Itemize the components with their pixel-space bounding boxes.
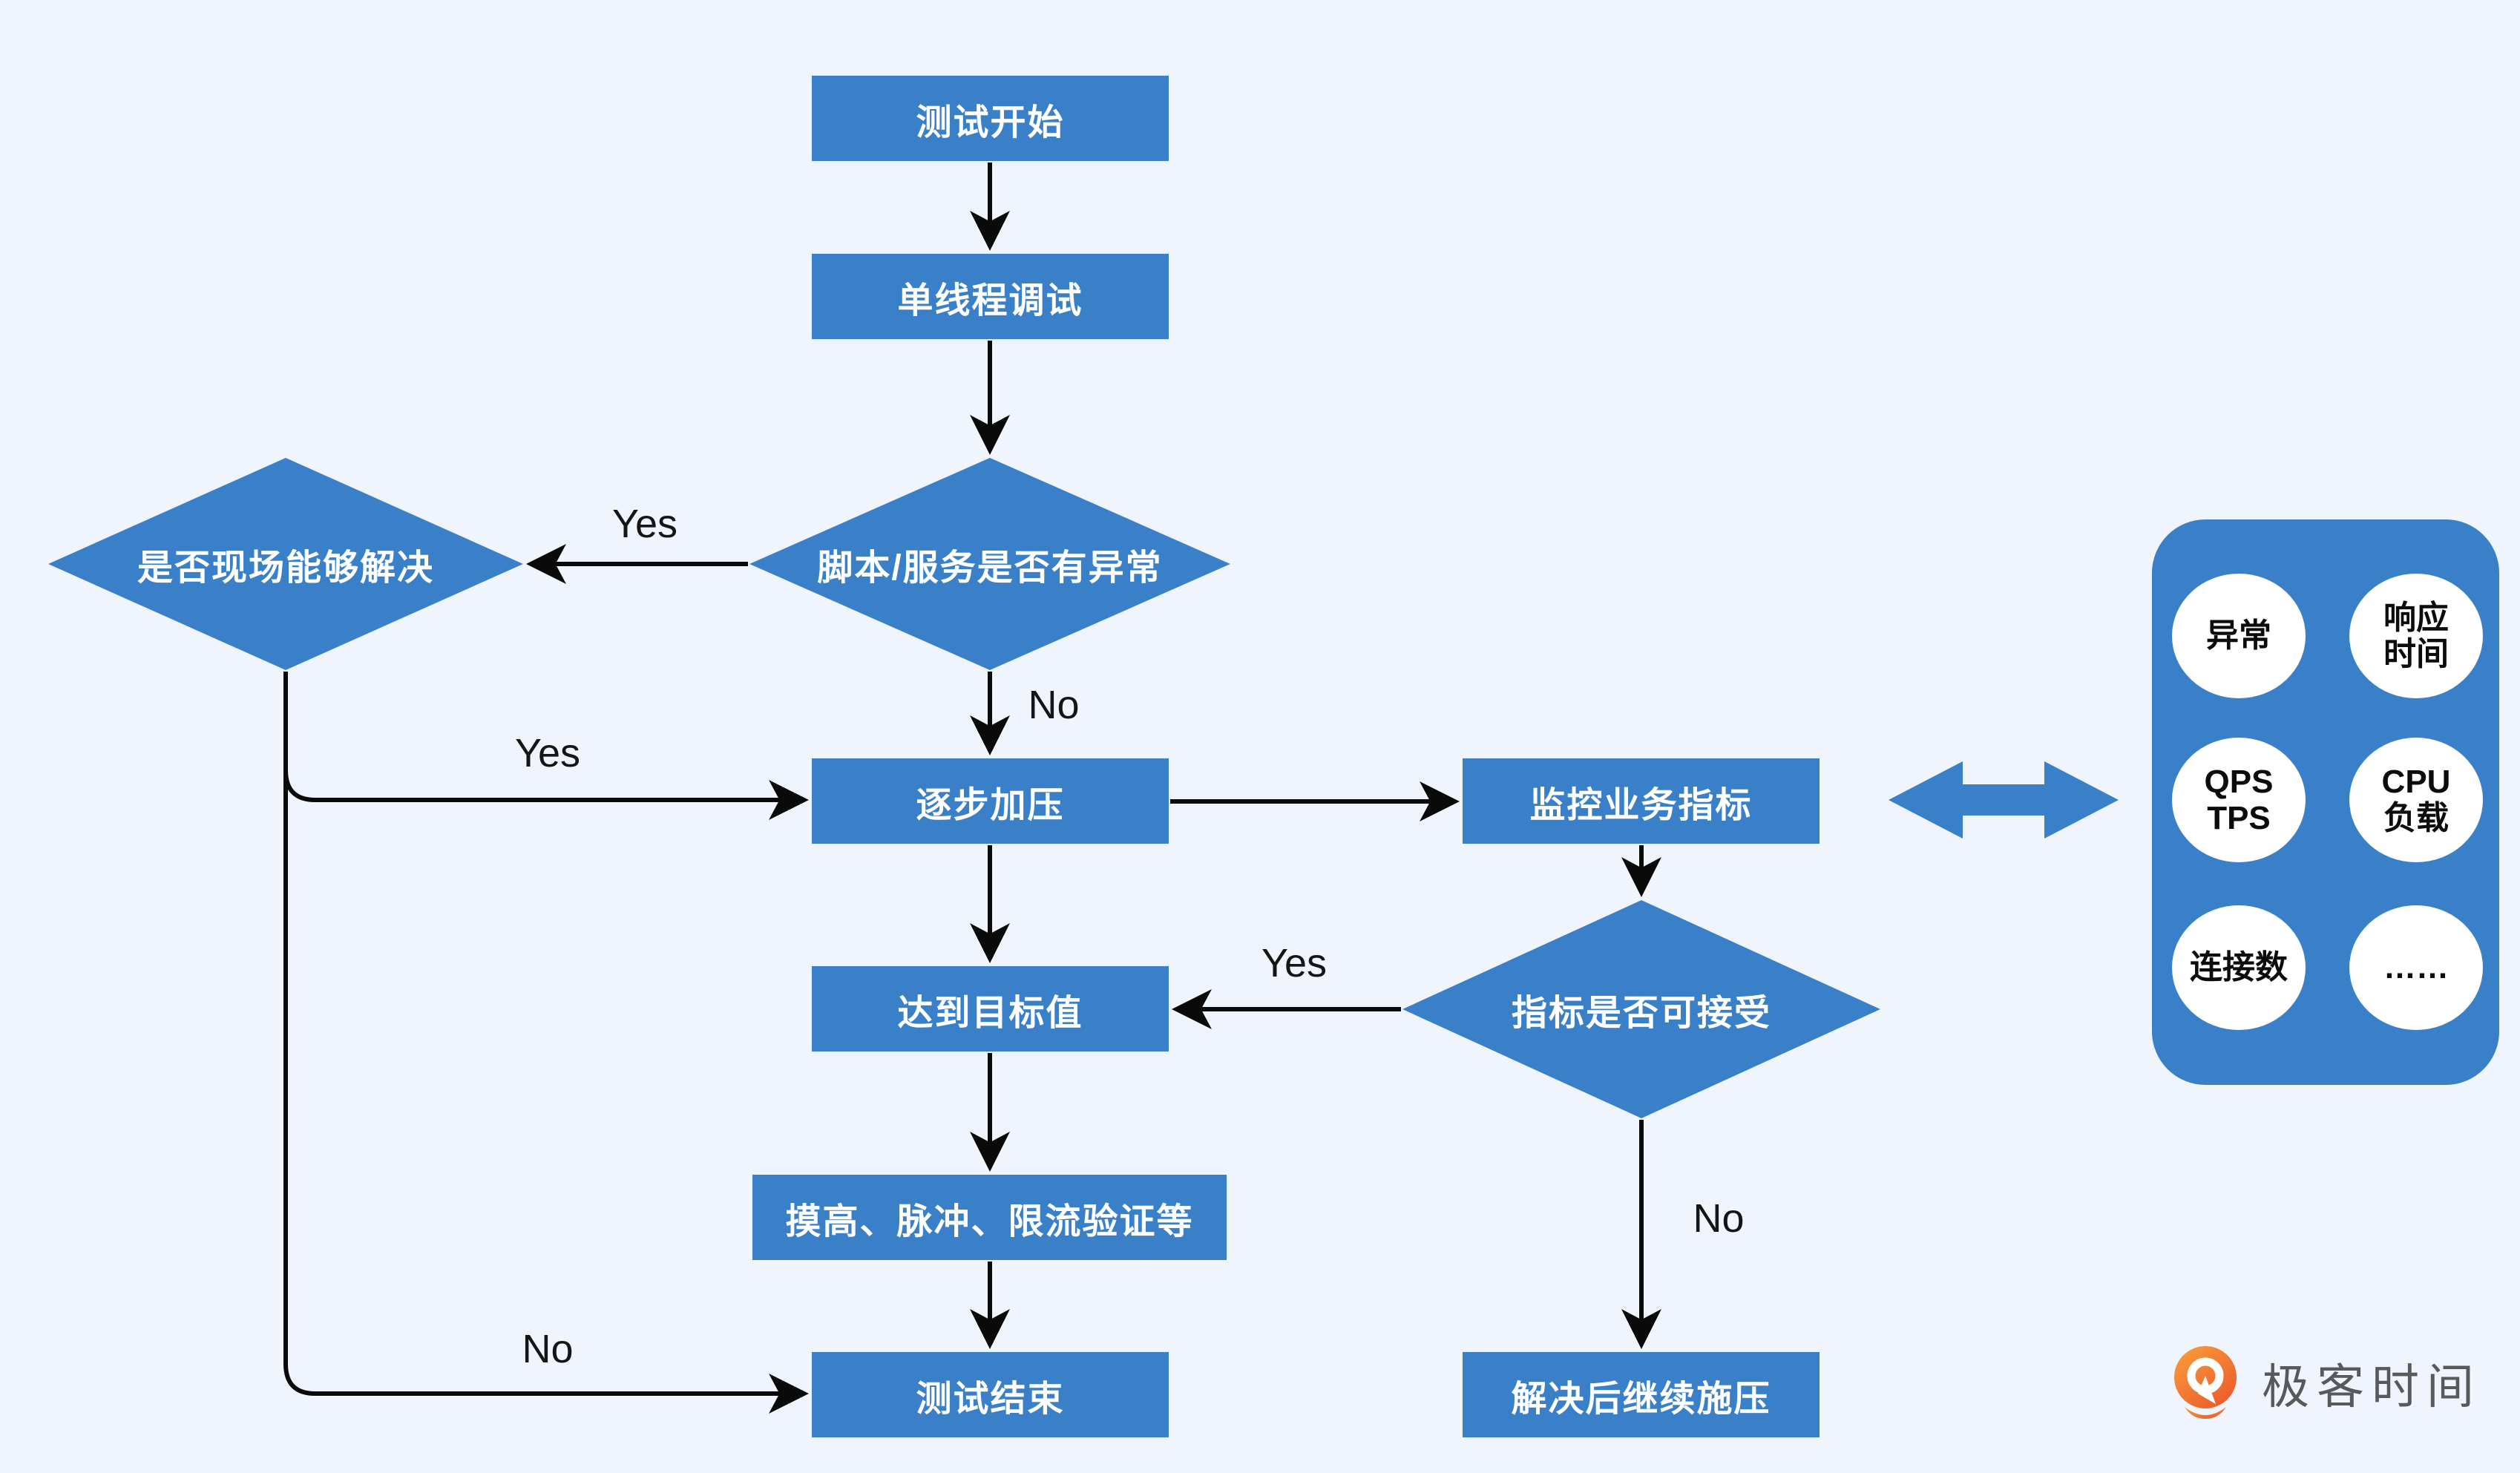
- node-test-start: 测试开始: [812, 76, 1169, 161]
- geektime-logo: 极客时间: [2168, 1346, 2481, 1420]
- metrics-panel: 异常 响应 时间 QPS TPS CPU 负载 连接数 ……: [2152, 519, 2499, 1085]
- metric-bubble-connections: 连接数: [2172, 905, 2306, 1030]
- node-single-thread-debug: 单线程调试: [812, 254, 1169, 339]
- metric-bubble-ellipsis: ……: [2349, 905, 2483, 1030]
- decision-metrics-acceptable-shape: [1402, 900, 1880, 1118]
- double-arrow-icon: [1889, 761, 2119, 839]
- decision-onsite-solve-shape: [48, 458, 523, 670]
- edge-label-onsite-solve-yes: Yes: [514, 731, 581, 775]
- edge-onsite-yes-to-ramp-up: [283, 712, 809, 820]
- geektime-logo-icon: [2174, 1346, 2237, 1419]
- node-continue-pressure-after-fix: 解决后继续施压: [1463, 1352, 1820, 1437]
- geektime-logo-text: 极客时间: [2262, 1360, 2481, 1414]
- edge-label-script-exception-no: No: [1028, 683, 1080, 727]
- edge-label-metrics-acceptable-no: No: [1693, 1196, 1745, 1241]
- edge-onsite-no-to-test-end: [283, 672, 809, 1414]
- node-ramp-up-pressure: 逐步加压: [812, 758, 1169, 844]
- decision-script-exception-shape: [749, 458, 1230, 670]
- node-peak-pulse-limit-verify: 摸高、脉冲、限流验证等: [752, 1175, 1227, 1260]
- edge-label-onsite-solve-no: No: [522, 1327, 574, 1371]
- edge-label-script-exception-yes: Yes: [611, 502, 678, 546]
- node-test-end: 测试结束: [812, 1352, 1169, 1437]
- metric-bubble-qps-tps: QPS TPS: [2172, 738, 2306, 862]
- node-monitor-business-metrics: 监控业务指标: [1463, 758, 1820, 844]
- metric-bubble-response-time: 响应 时间: [2349, 574, 2483, 698]
- metric-bubble-cpu-load: CPU 负载: [2349, 738, 2483, 862]
- edge-label-metrics-acceptable-yes: Yes: [1261, 941, 1328, 985]
- node-reach-target-value: 达到目标值: [812, 966, 1169, 1052]
- metric-bubble-exceptions: 异常: [2172, 574, 2306, 698]
